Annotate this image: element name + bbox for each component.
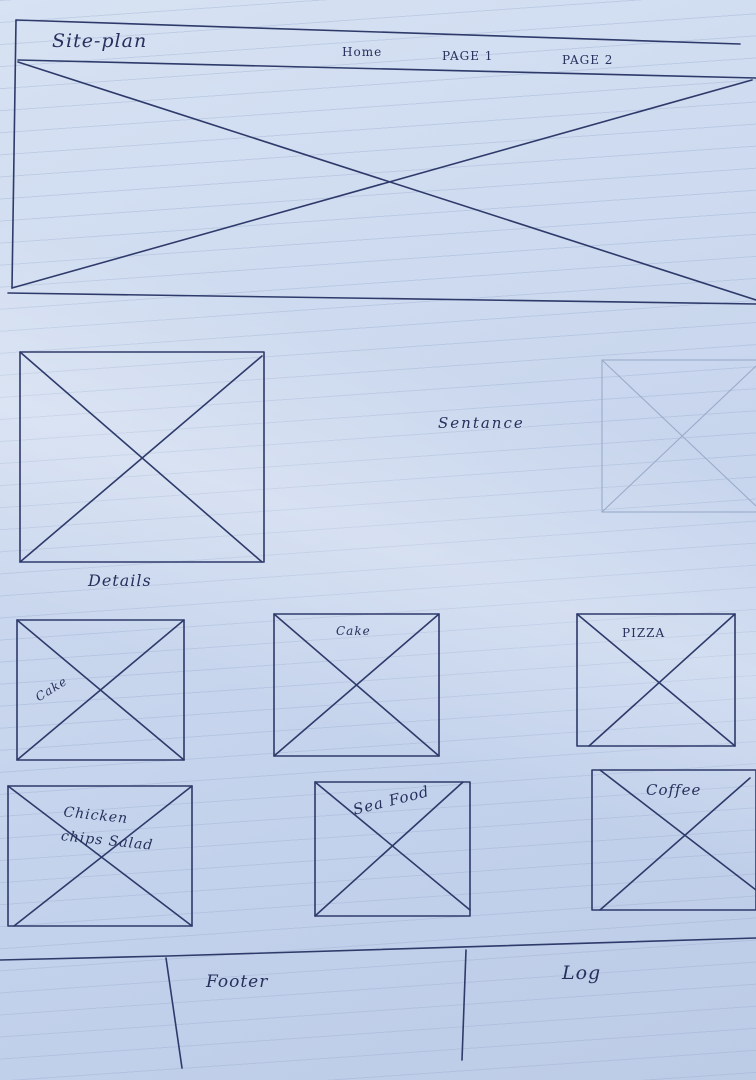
- header-frame: [7, 19, 756, 305]
- card-box-seafood: [314, 781, 471, 917]
- card-box-pizza: [576, 613, 736, 747]
- card-box-cake-1: [16, 619, 185, 761]
- details-heading: Details: [88, 571, 152, 590]
- site-logo[interactable]: Site-plan: [52, 30, 148, 52]
- nav-link-page-2[interactable]: PAGE 2: [562, 53, 614, 67]
- card-label-pizza[interactable]: PIZZA: [622, 626, 666, 640]
- nav-link-page-1[interactable]: PAGE 1: [442, 49, 494, 63]
- card-box-chicken: [7, 785, 193, 927]
- card-label-coffee[interactable]: Coffee: [646, 781, 702, 799]
- footer-log[interactable]: Log: [562, 962, 602, 984]
- footer-frame: [0, 937, 756, 1069]
- card-label-cake-2[interactable]: Cake: [336, 624, 371, 638]
- card-box-cake-2: [273, 613, 440, 757]
- card-box-coffee: [591, 769, 756, 911]
- sentence-text: Sentance: [438, 414, 525, 432]
- footer-label: Footer: [206, 972, 269, 992]
- nav-link-home[interactable]: Home: [342, 45, 383, 59]
- hero-image-placeholder: [11, 61, 756, 301]
- details-image-placeholder: [19, 351, 265, 563]
- faint-image-placeholder: [601, 359, 756, 513]
